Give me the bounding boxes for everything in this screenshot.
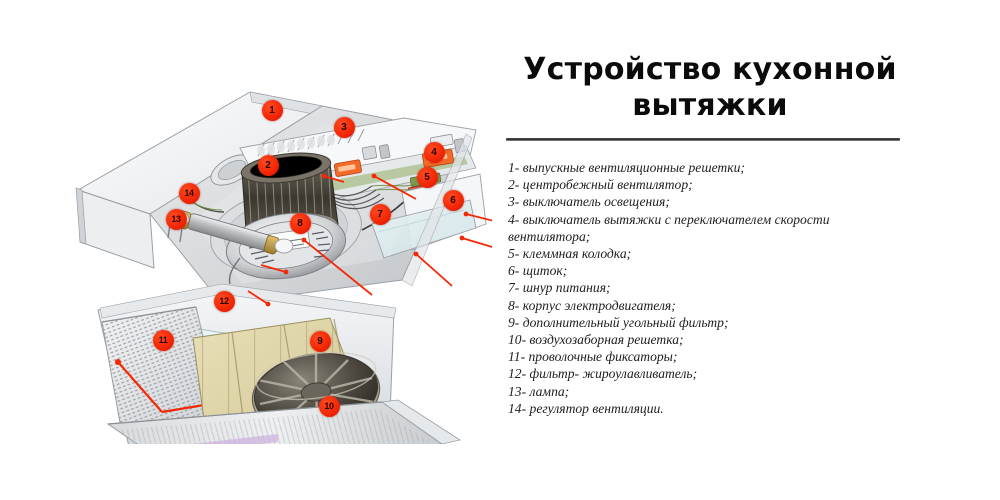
- callout-marker-2[interactable]: 2: [257, 154, 279, 176]
- callout-marker-8[interactable]: 8: [289, 212, 311, 234]
- hood-outer-shell: [75, 91, 325, 269]
- intake-grille: [106, 399, 462, 444]
- callout-marker-9[interactable]: 9: [309, 330, 331, 352]
- callout-marker-3[interactable]: 3: [333, 116, 355, 138]
- text-panel: Устройство кухонной вытяжки 1- выпускные…: [500, 52, 920, 452]
- legend-list: 1- выпускные вентиляционные решетки; 2- ц…: [508, 159, 908, 417]
- callout-marker-13[interactable]: 13: [165, 208, 187, 230]
- legend-item-9: 9- дополнительный угольный фильтр;: [508, 314, 729, 330]
- legend-item-4: 4- выключатель вытяжки с переключателем …: [508, 211, 830, 244]
- shield-flap: [371, 133, 487, 287]
- callout-marker-12[interactable]: 12: [213, 290, 235, 312]
- legend-item-2: 2- центробежный вентилятор;: [508, 177, 693, 193]
- callout-marker-1[interactable]: 1: [261, 99, 283, 121]
- legend-item-12: 12- фильтр- жироулавливатель;: [508, 366, 698, 382]
- callout-marker-4[interactable]: 4: [423, 141, 445, 163]
- callout-marker-5[interactable]: 5: [416, 166, 438, 188]
- legend-item-5: 5- клеммная колодка;: [508, 246, 632, 262]
- legend-item-8: 8- корпус электродвигателя;: [508, 297, 676, 313]
- page-title: Устройство кухонной вытяжки: [523, 52, 897, 123]
- legend-item-14: 14- регулятор вентиляции.: [508, 400, 664, 416]
- legend-item-3: 3- выключатель освещения;: [508, 194, 670, 210]
- callout-marker-6[interactable]: 6: [442, 189, 464, 211]
- callout-leader-lines: [247, 175, 492, 305]
- legend-item-11: 11- проволочные фиксаторы;: [508, 349, 678, 365]
- legend-item-6: 6- щиток;: [508, 263, 568, 279]
- callout-marker-14[interactable]: 14: [178, 182, 200, 204]
- callout-leader-dots: [265, 173, 469, 307]
- title-divider: [506, 138, 900, 141]
- callout-marker-7[interactable]: 7: [369, 203, 391, 225]
- legend-item-7: 7- шнур питания;: [508, 280, 611, 296]
- legend-item-10: 10- воздухозаборная решетка;: [508, 332, 684, 348]
- legend-item-13: 13- лампа;: [508, 383, 570, 399]
- light-switch-block: [333, 159, 362, 177]
- legend-item-1: 1- выпускные вентиляционные решетки;: [508, 160, 745, 175]
- callout-marker-11[interactable]: 11: [152, 329, 174, 351]
- callout-marker-10[interactable]: 10: [318, 395, 340, 417]
